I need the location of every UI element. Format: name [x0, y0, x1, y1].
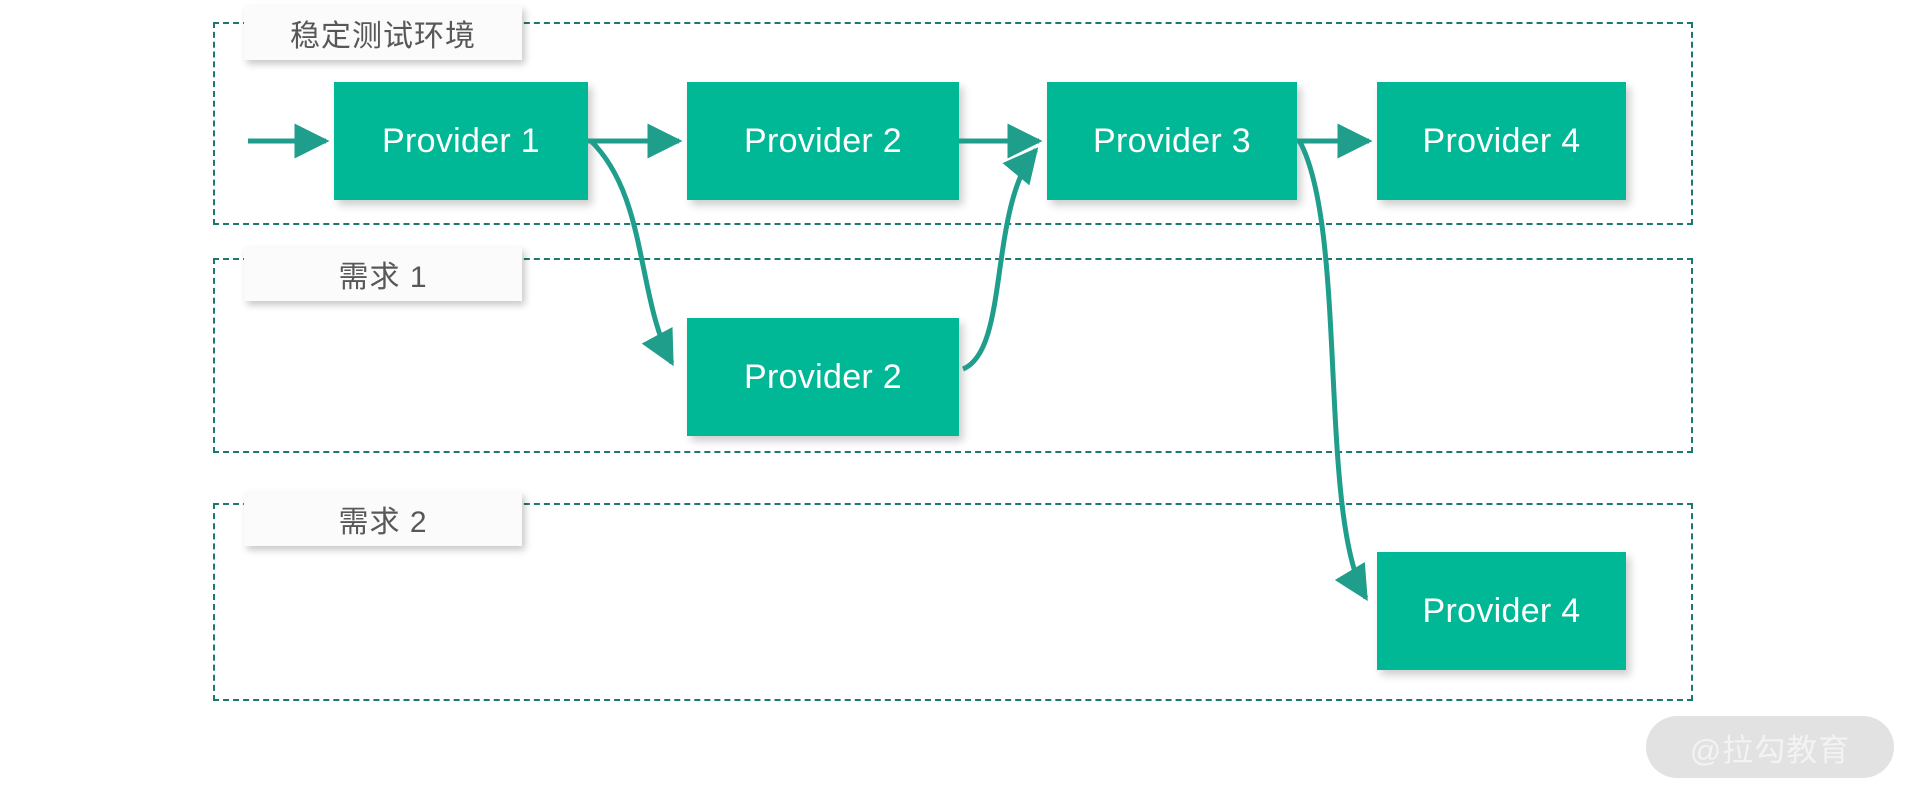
lane-requirement-2: [213, 503, 1693, 701]
lane-title-stable-test-environment: 稳定测试环境: [244, 6, 522, 60]
node-label: Provider 2: [744, 121, 902, 160]
node-provider-3-stable[interactable]: Provider 3: [1047, 82, 1297, 200]
lane-title-label: 稳定测试环境: [290, 20, 476, 53]
node-label: Provider 4: [1422, 121, 1581, 160]
watermark-badge: @拉勾教育: [1646, 716, 1894, 778]
watermark-label: @拉勾教育: [1689, 732, 1851, 768]
node-provider-2-stable[interactable]: Provider 2: [687, 82, 959, 200]
node-label: Provider 3: [1093, 121, 1251, 160]
node-provider-4-stable[interactable]: Provider 4: [1377, 82, 1626, 200]
node-label: Provider 2: [744, 357, 902, 396]
lane-title-requirement-2: 需求 2: [244, 492, 522, 546]
node-label: Provider 4: [1422, 591, 1581, 630]
lane-title-requirement-1: 需求 1: [244, 247, 522, 301]
lane-stable-test-environment: [213, 22, 1693, 225]
node-label: Provider 1: [382, 121, 540, 160]
node-provider-1-stable[interactable]: Provider 1: [334, 82, 588, 200]
lane-requirement-1: [213, 258, 1693, 453]
node-provider-2-requirement-1[interactable]: Provider 2: [687, 318, 959, 436]
lane-title-label: 需求 2: [338, 506, 428, 539]
node-provider-4-requirement-2[interactable]: Provider 4: [1377, 552, 1626, 670]
lane-title-label: 需求 1: [338, 261, 428, 294]
